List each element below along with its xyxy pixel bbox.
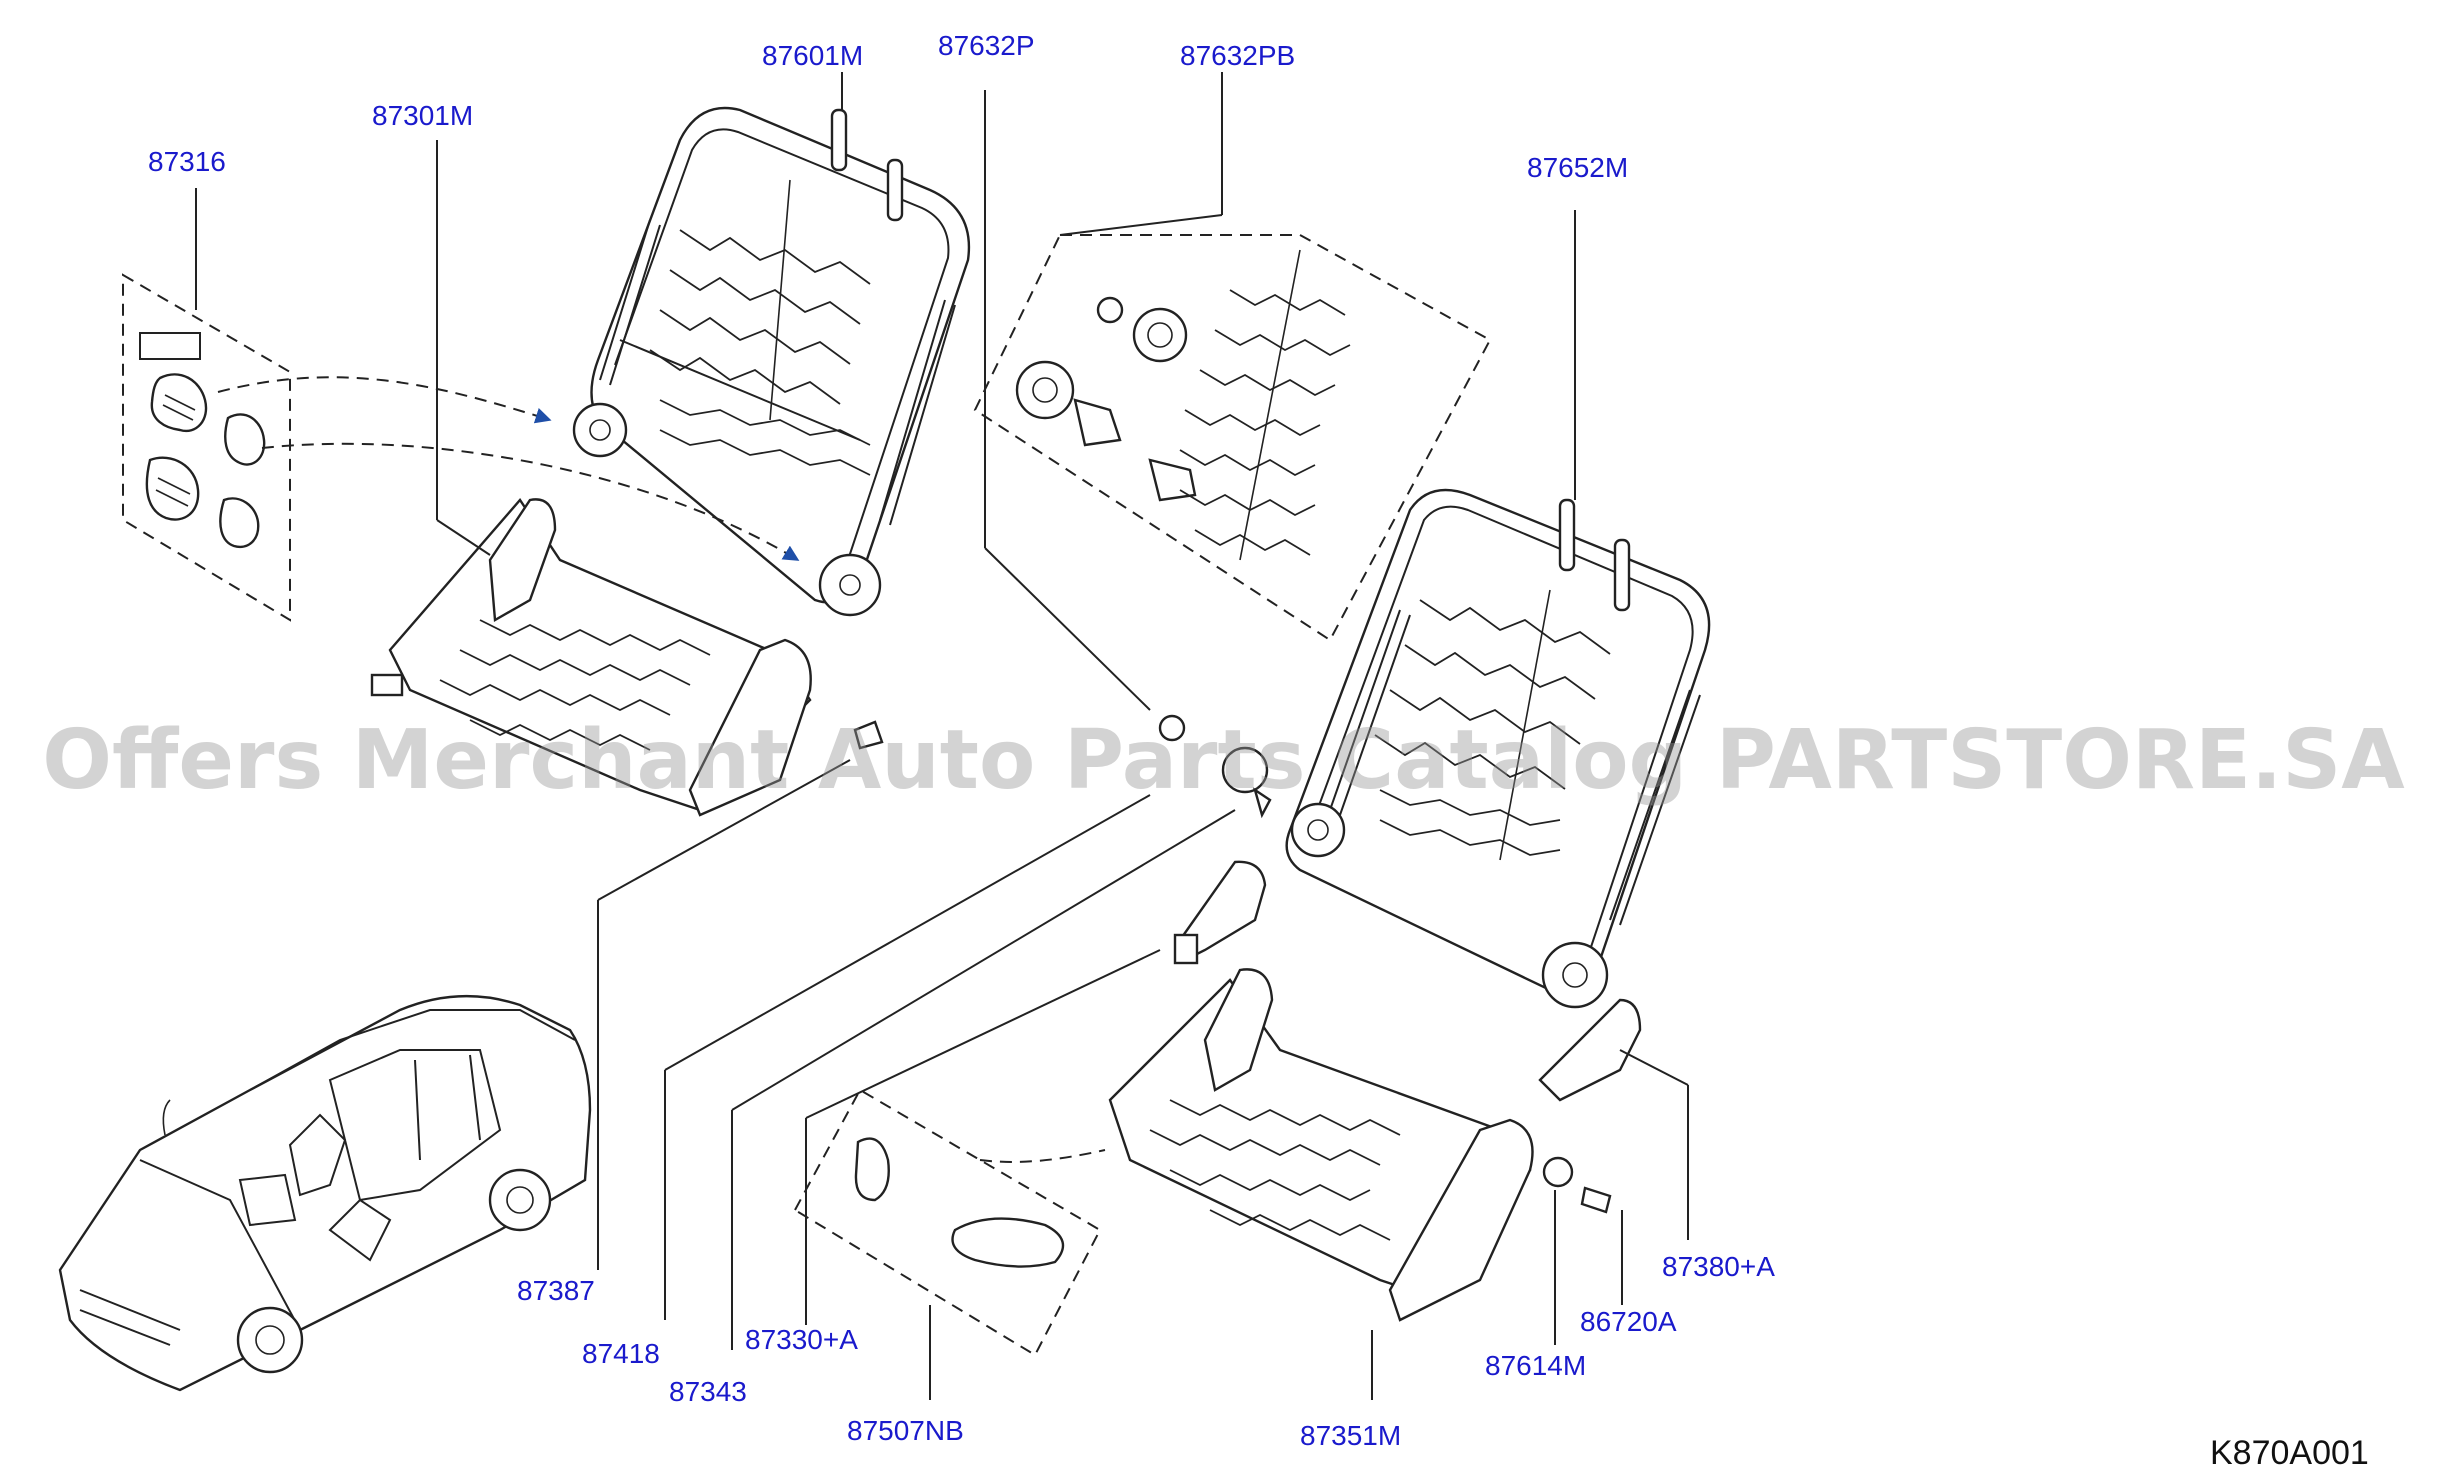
part-label-87301M[interactable]: 87301M (372, 100, 474, 131)
seat-back-frame-87601M (572, 72, 971, 617)
part-label-87652M[interactable]: 87652M (1527, 152, 1629, 183)
seat-cushion-frame-87301M (370, 140, 812, 817)
hinge-cover-parts (1538, 998, 1689, 1345)
part-label-87387[interactable]: 87387 (517, 1275, 595, 1306)
part-label-86720A[interactable]: 86720A (1580, 1306, 1677, 1337)
part-label-87632P[interactable]: 87632P (938, 30, 1035, 61)
seat-back-frame-87652M (1285, 210, 1711, 1009)
bracket-cover-87330A (805, 860, 1267, 1325)
part-label-87330A[interactable]: 87330+A (745, 1324, 858, 1355)
part-label-87418[interactable]: 87418 (582, 1338, 660, 1369)
cover-kit-87507NB (793, 1088, 1106, 1400)
part-label-87614M[interactable]: 87614M (1485, 1350, 1587, 1381)
part-label-87380A[interactable]: 87380+A (1662, 1251, 1775, 1282)
part-label-87316[interactable]: 87316 (148, 146, 226, 177)
diagram-code: K870A001 (2210, 1434, 2369, 1472)
seat-cushion-frame-87351M (1108, 968, 1534, 1400)
small-parts (597, 90, 1272, 1350)
part-label-87351M[interactable]: 87351M (1300, 1420, 1402, 1451)
part-label-87343[interactable]: 87343 (669, 1376, 747, 1407)
part-label-87632PB[interactable]: 87632PB (1180, 40, 1296, 71)
part-label-87507NB[interactable]: 87507NB (847, 1415, 964, 1446)
vehicle-illustration (58, 994, 592, 1392)
part-label-87601M[interactable]: 87601M (762, 40, 864, 71)
trim-cover-kit-87316 (122, 188, 291, 622)
recliner-assembly-87632PB (973, 72, 1492, 642)
watermark-text: Offers Merchant Auto Parts Catalog PARTS… (42, 713, 2405, 808)
